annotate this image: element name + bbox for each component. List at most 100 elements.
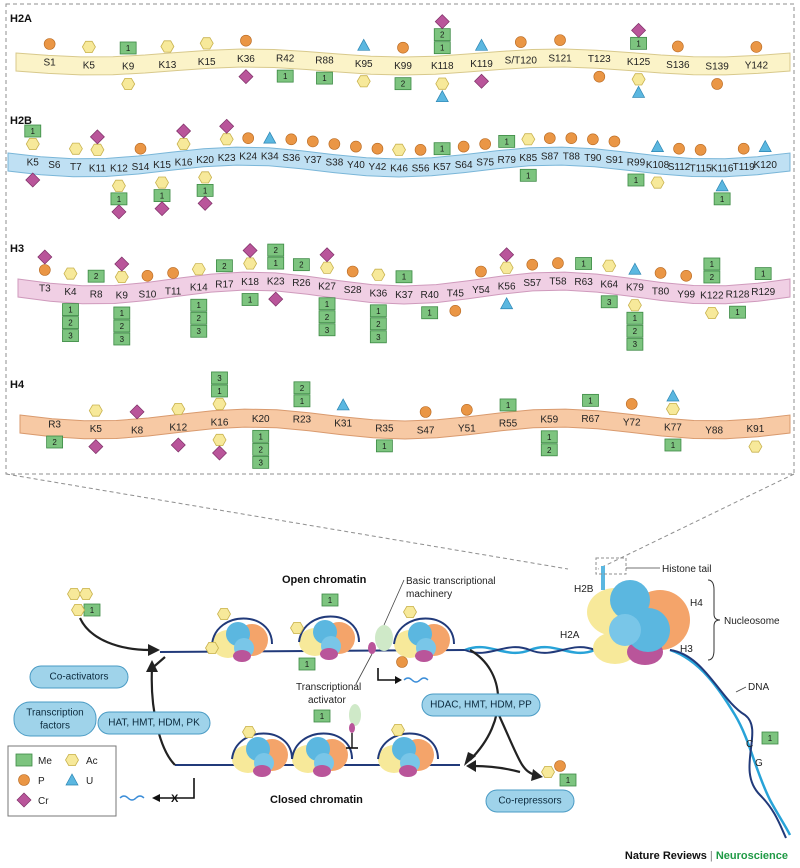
site-h4-r23-methyl-mark bbox=[293, 394, 311, 408]
site-h3-k37-methyl-count: 1 bbox=[402, 273, 407, 282]
zoom-guide-right bbox=[597, 473, 795, 570]
basic-machinery-label-1: Basic transcriptional bbox=[406, 576, 495, 587]
site-h2b-k85-label: K85 bbox=[519, 153, 537, 164]
site-h3-r63-label: R63 bbox=[574, 277, 593, 288]
closed-nucleosome-2 bbox=[291, 732, 353, 777]
site-h3-t3-crotonyl-mark bbox=[37, 249, 53, 265]
site-h2b-k57-methyl-mark bbox=[433, 142, 451, 156]
site-h2b-s87: S87 bbox=[541, 132, 559, 163]
site-h3-k18-methyl-mark bbox=[241, 293, 259, 306]
open-nucleosome-1-acetyl-mark bbox=[217, 608, 231, 620]
activator-label-2: activator bbox=[308, 695, 346, 706]
site-h3-s57: S57 bbox=[523, 258, 542, 289]
zoom-guide-left bbox=[5, 473, 569, 570]
site-h2a-r42-methyl-mark bbox=[276, 69, 294, 83]
site-h3-t3-label: T3 bbox=[39, 284, 51, 295]
site-h2b-r99-label: R99 bbox=[627, 158, 646, 169]
site-h3-k79-acetyl-mark bbox=[627, 299, 642, 312]
site-h4-k20-methyl-count: 3 bbox=[258, 458, 263, 467]
histone-tail-box bbox=[595, 557, 627, 575]
transcription-factors-pill bbox=[13, 701, 97, 737]
site-h2b-k24-phospho-mark bbox=[242, 132, 254, 144]
site-h3-k64-methyl-mark bbox=[600, 295, 618, 309]
site-h4-k31-label: K31 bbox=[334, 418, 352, 429]
site-h3-k18-crotonyl-mark bbox=[242, 243, 258, 258]
site-h2a-y142-label: Y142 bbox=[745, 60, 769, 71]
site-h2b-k5: K51 bbox=[24, 124, 42, 188]
site-h3-k79-label: K79 bbox=[626, 283, 644, 294]
base-g: G bbox=[755, 758, 763, 769]
site-h2a-k36-label: K36 bbox=[237, 54, 255, 65]
site-h2b-k57-methyl-count: 1 bbox=[440, 145, 445, 154]
hdac-group-text: HDAC, HMT, HDM, PP bbox=[430, 700, 532, 711]
site-h4-k16-methyl-mark bbox=[211, 371, 228, 385]
site-h3-t58-label: T58 bbox=[549, 277, 567, 288]
site-h2a-k95-ubiquityl-mark bbox=[357, 38, 371, 51]
site-h2b-k11-crotonyl-mark bbox=[89, 129, 105, 145]
co-repressors-text: Co-repressors bbox=[498, 796, 561, 807]
site-h4-k77-methyl-mark bbox=[664, 438, 682, 452]
site-h2b-k16-crotonyl-mark bbox=[176, 123, 192, 139]
site-h2b-k116-methyl-count: 1 bbox=[720, 195, 725, 204]
site-h2b-y42-label: Y42 bbox=[369, 162, 387, 173]
site-h3-k122-acetyl-mark bbox=[704, 306, 719, 320]
site-h2a-k118-methyl-count: 1 bbox=[440, 44, 445, 53]
site-h2b-k46-label: K46 bbox=[390, 163, 408, 174]
site-h3-k79-methyl-count: 3 bbox=[633, 340, 638, 349]
transcription-factors-text-1: Transcription bbox=[26, 708, 83, 719]
site-h2a-k125-methyl-count: 1 bbox=[636, 39, 641, 48]
legend-me-swatch bbox=[15, 753, 33, 767]
site-h2b-k116-methyl-mark bbox=[713, 192, 731, 206]
site-h3-r40-label: R40 bbox=[420, 290, 439, 301]
closed-nucleosome-3-h3 bbox=[399, 765, 417, 777]
site-h4-k12: K12 bbox=[169, 402, 188, 453]
site-h2b-s6: S6 bbox=[48, 160, 61, 171]
site-h2b-s36-phospho-mark bbox=[285, 133, 298, 146]
blocked-mrna bbox=[119, 795, 145, 801]
incoming-3-methyl-count: 1 bbox=[90, 606, 95, 615]
site-h2b-s91: S91 bbox=[606, 135, 624, 166]
outgoing-3-methyl-mark bbox=[559, 773, 577, 787]
open-nucleosome-3 bbox=[393, 617, 455, 662]
site-h3-k14-methyl-count: 3 bbox=[197, 327, 202, 336]
site-h3-k9-crotonyl-mark bbox=[114, 256, 130, 272]
site-h2a-k125-acetyl-mark bbox=[631, 73, 646, 86]
site-h3-t45-phospho-mark bbox=[449, 305, 462, 317]
site-h2a-st120: S/T120 bbox=[505, 36, 537, 67]
open-to-closed-arrowhead bbox=[464, 752, 476, 766]
outgoing-3-methyl-count: 1 bbox=[566, 776, 571, 785]
base-c: C bbox=[746, 739, 753, 750]
site-h3-r128-methyl-count: 1 bbox=[735, 308, 740, 317]
site-h3-r17-methyl-mark bbox=[216, 259, 233, 273]
site-h2b-t90: T90 bbox=[584, 133, 602, 164]
open-nucleosome-2-c-methyl-mark bbox=[298, 657, 316, 671]
site-h2a-k95-label: K95 bbox=[355, 59, 373, 70]
site-h2b-s56-phospho-mark bbox=[414, 144, 427, 156]
site-h4-r3-methyl-mark bbox=[46, 435, 64, 449]
site-h4-k5: K5 bbox=[88, 404, 104, 455]
site-h3-t80-phospho-mark bbox=[654, 267, 667, 279]
site-h2b-k12-label: K12 bbox=[110, 163, 128, 174]
site-h3-k122-methyl-mark bbox=[703, 257, 721, 271]
site-h2a-k13: K13 bbox=[159, 40, 177, 71]
input-arrowhead bbox=[148, 644, 160, 656]
site-h2b-k11-acetyl-mark bbox=[90, 143, 105, 156]
site-h4-k16-acetyl-mark bbox=[212, 397, 227, 411]
site-h2b-s14-phospho-mark bbox=[134, 142, 147, 155]
site-h3-t11-label: T11 bbox=[165, 286, 182, 297]
site-h2b-r99-methyl-mark bbox=[627, 173, 645, 187]
site-h2b-t90-label: T90 bbox=[584, 153, 602, 164]
site-h4-k59-methyl-mark bbox=[540, 443, 558, 457]
dna-methyl-count: 1 bbox=[768, 734, 773, 743]
site-h2b-s64: S64 bbox=[455, 140, 473, 171]
site-h2a-k36-crotonyl-mark bbox=[238, 69, 254, 85]
basic-machinery-blob bbox=[375, 625, 393, 651]
site-h2b-k46-acetyl-mark bbox=[392, 143, 406, 156]
